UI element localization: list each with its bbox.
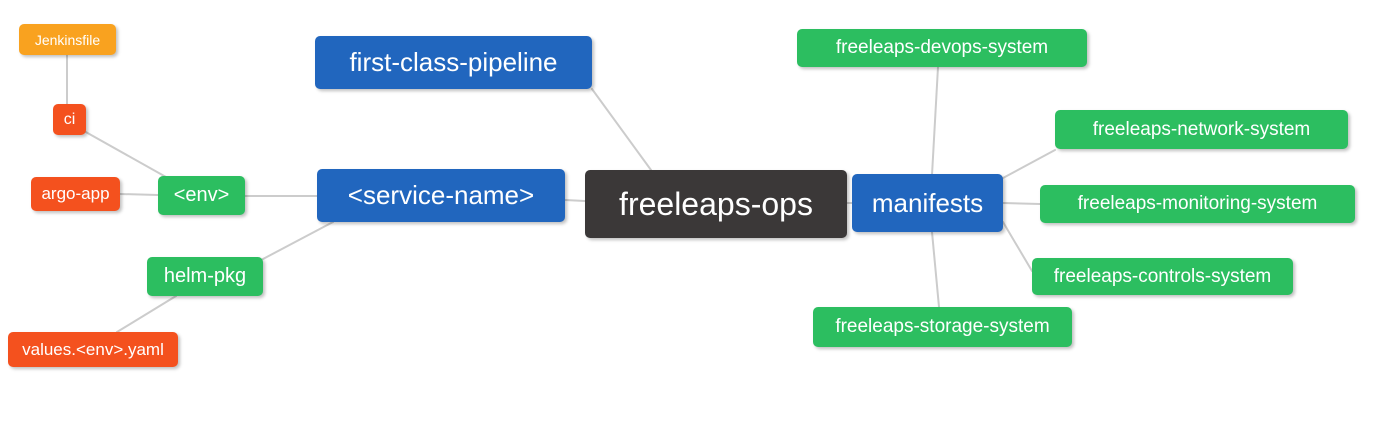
node-argo-app[interactable]: argo-app [31,177,120,211]
edge-service-name-helm-pkg [262,221,334,260]
edge-argo-app-env [119,193,159,196]
node-service-name[interactable]: <service-name> [317,169,565,222]
node-helm-pkg[interactable]: helm-pkg [147,257,263,296]
node-freeleaps-controls-system[interactable]: freeleaps-controls-system [1032,258,1293,295]
node-values-env-yaml[interactable]: values.<env>.yaml [8,332,178,367]
edge-pipeline-freeleaps-ops [591,88,652,171]
node-freeleaps-ops[interactable]: freeleaps-ops [585,170,847,238]
edge-manifests-devops-system [931,66,939,176]
edge-service-name-freeleaps-ops [564,199,586,202]
node-first-class-pipeline[interactable]: first-class-pipeline [315,36,592,89]
edge-manifests-controls-system [1002,221,1033,272]
edge-ci-env [83,130,167,178]
node-env[interactable]: <env> [158,176,245,215]
node-manifests[interactable]: manifests [852,174,1003,232]
node-freeleaps-network-system[interactable]: freeleaps-network-system [1055,110,1348,149]
edge-helm-pkg-values-env-yaml [116,295,177,333]
node-freeleaps-storage-system[interactable]: freeleaps-storage-system [813,307,1072,347]
node-freeleaps-monitoring-system[interactable]: freeleaps-monitoring-system [1040,185,1355,223]
edge-manifests-monitoring-system [1002,202,1041,205]
edge-manifests-storage-system [931,231,940,308]
edge-manifests-network-system [1002,149,1056,179]
node-jenkinsfile[interactable]: Jenkinsfile [19,24,116,55]
node-freeleaps-devops-system[interactable]: freeleaps-devops-system [797,29,1087,67]
node-ci[interactable]: ci [53,104,86,135]
